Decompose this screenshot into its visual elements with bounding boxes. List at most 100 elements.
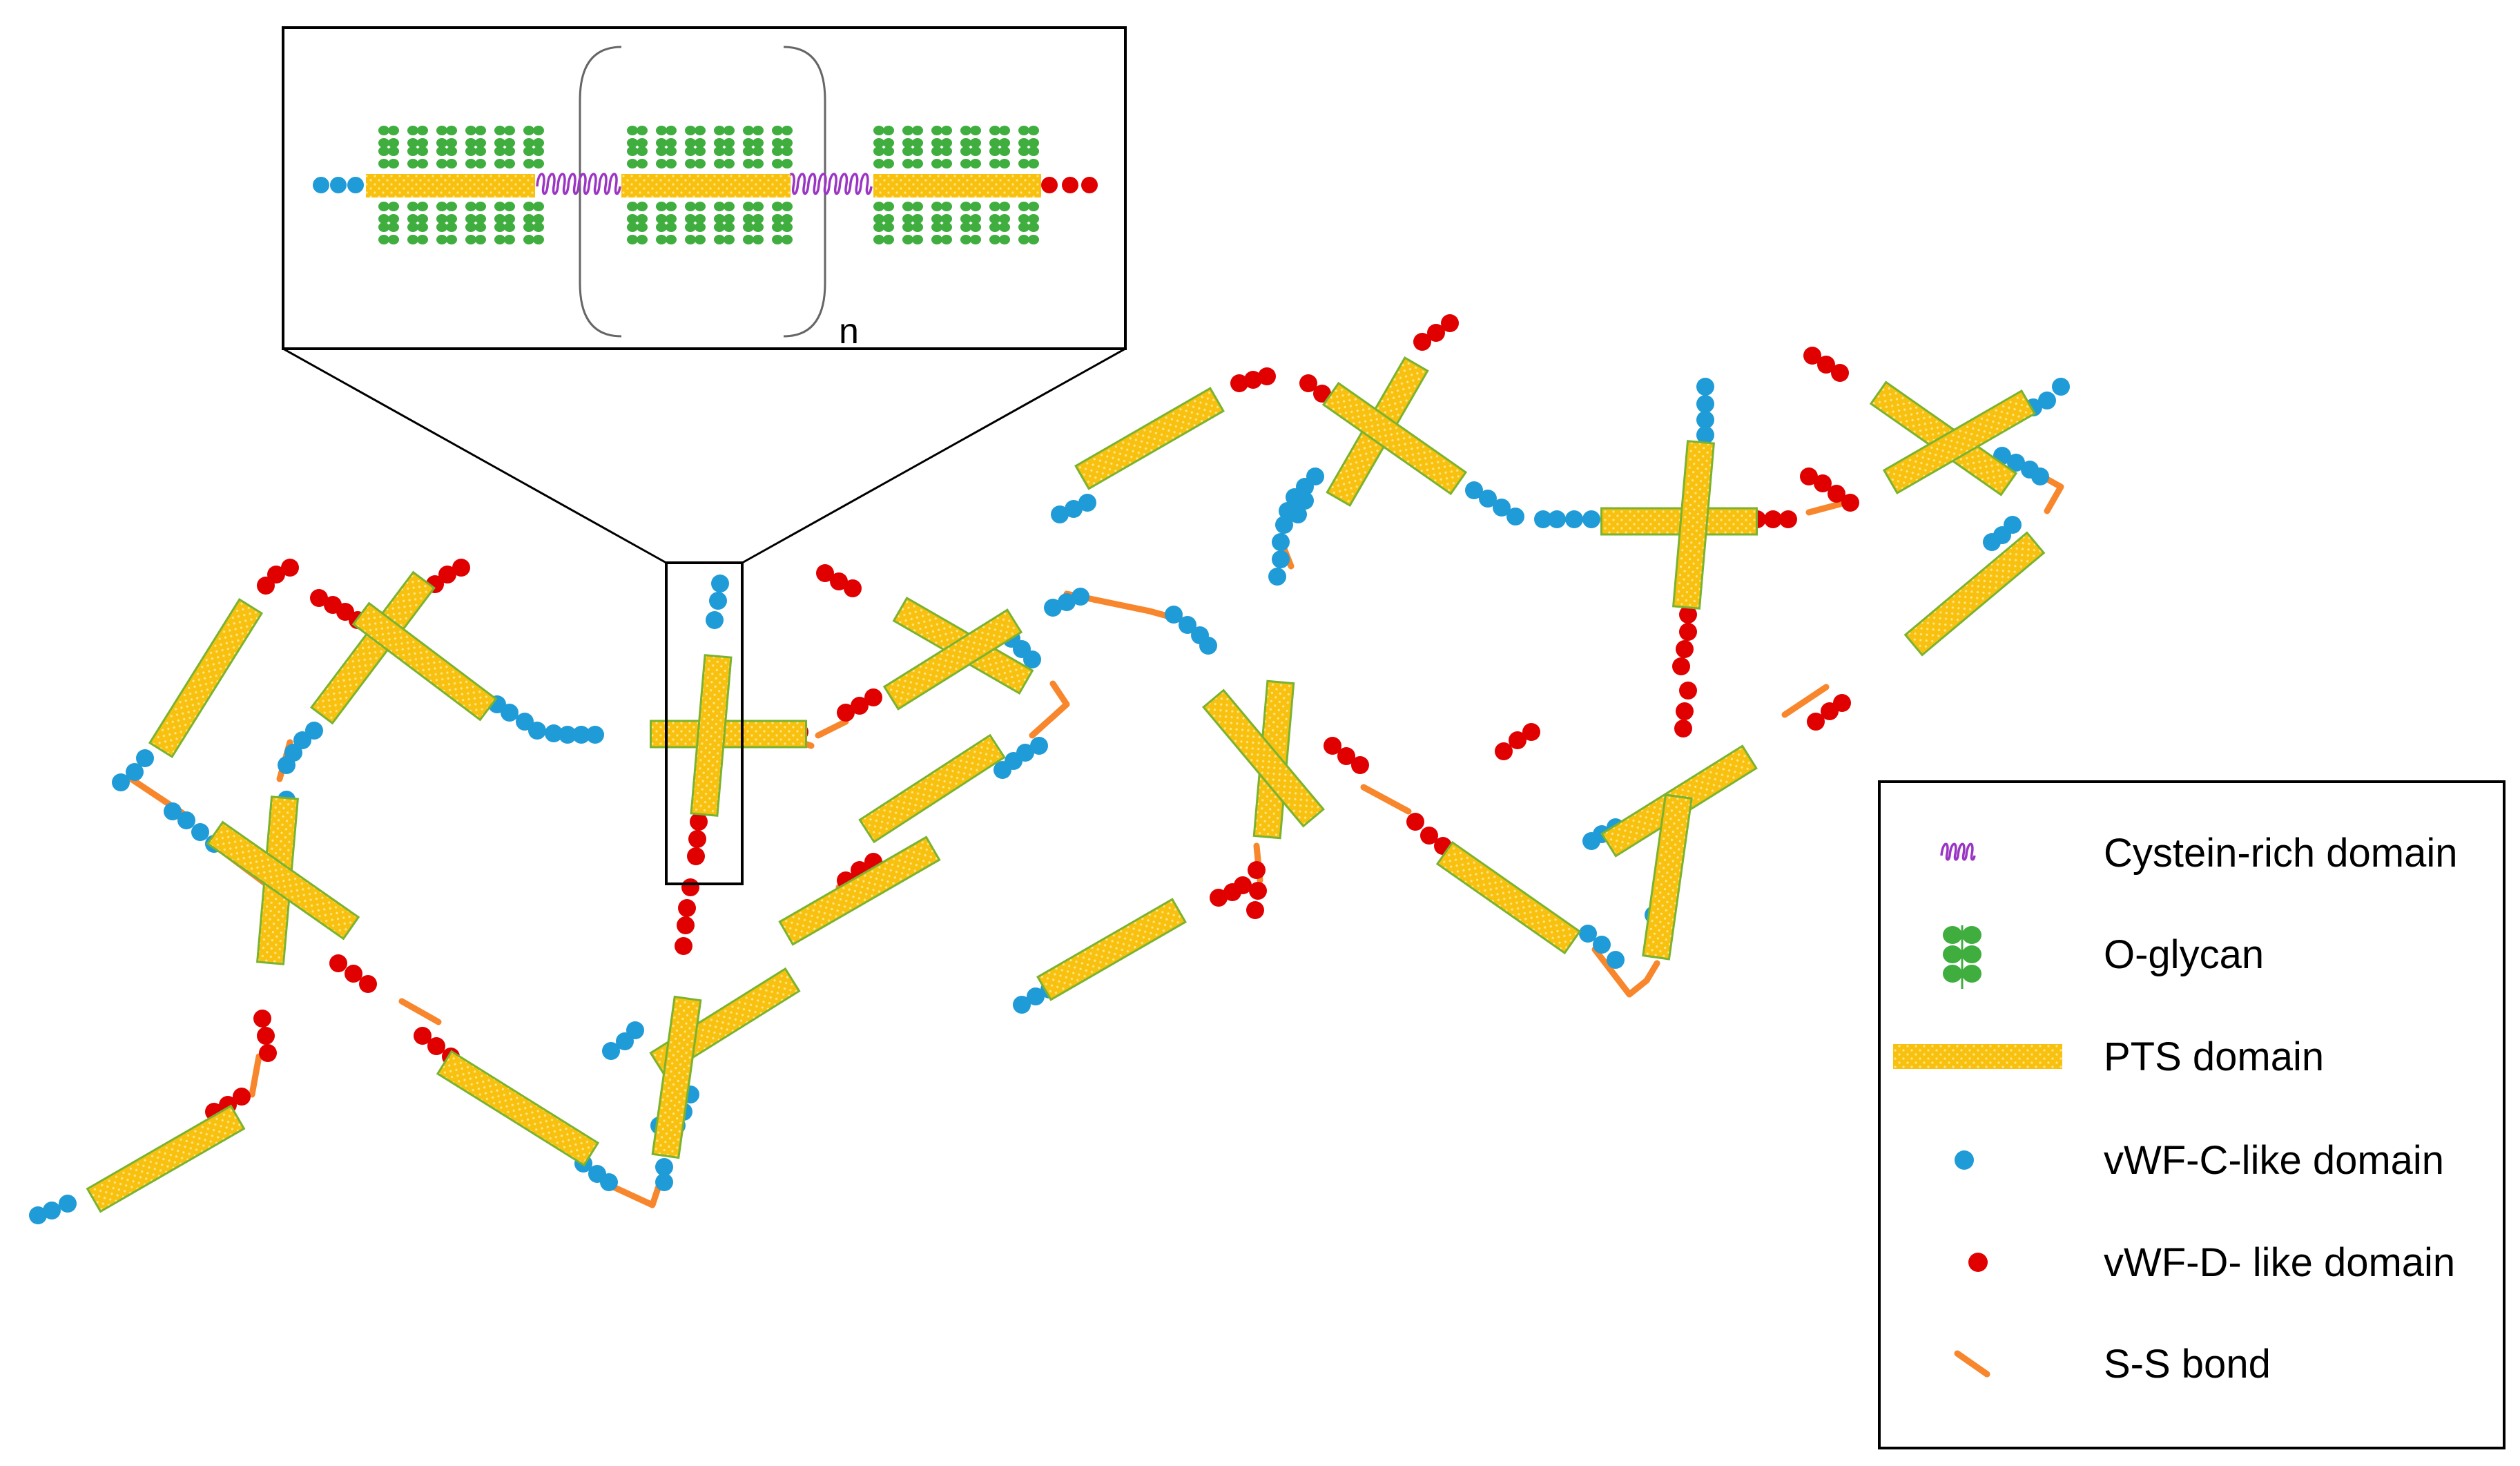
vwf-d-dot-chain-11	[687, 813, 708, 865]
legend-item-vwf-d: vWF-D- like domain	[1968, 1240, 2455, 1285]
vwf-d-icon	[1968, 1253, 1988, 1272]
inset-pts-domain-2	[621, 174, 791, 197]
ss-bond-8	[1029, 680, 1070, 739]
vwf-c-dot-chain-10	[706, 575, 729, 629]
pts-domain-bar-21	[1036, 898, 1187, 1001]
inset-vwf-d-dots	[1041, 177, 1098, 193]
pts-domain-bar-18	[1074, 387, 1225, 490]
legend-label: Cystein-rich domain	[2104, 831, 2458, 876]
pts-domain-bar-4	[650, 720, 807, 749]
vwf-d-dot-chain-38	[1495, 723, 1540, 760]
vwf-c-dot-chain-39	[1579, 925, 1625, 969]
vwf-d-dot-chain-50	[1800, 467, 1859, 512]
pts-domain-bar-1	[148, 597, 264, 759]
vwf-d-dot-chain-22	[329, 954, 377, 993]
ss-bond-14	[1591, 946, 1660, 998]
vwf-d-dot-chain-40	[1230, 367, 1276, 392]
vwf-d-dot-chain-46	[1748, 510, 1797, 528]
pts-domain-bar-11	[206, 820, 360, 941]
zoom-line-left	[282, 347, 667, 564]
vwf-d-dot-chain-49	[1674, 682, 1697, 737]
vwf-d-dot-chain-37	[1406, 813, 1452, 855]
vwf-d-dot-chain-36	[1324, 737, 1369, 774]
inset-pts-domain-1	[366, 174, 535, 197]
vwf-c-dot-chain-35	[1289, 492, 1314, 523]
pts-domain-bar-7	[882, 608, 1023, 711]
pts-domain-bar-5	[690, 654, 733, 817]
ss-bond-16	[1805, 501, 1843, 516]
vwf-c-dot-chain-47	[1696, 378, 1714, 444]
vwf-c-icon	[1955, 1150, 1974, 1170]
legend-item-ss-bond: S-S bond	[1954, 1342, 2271, 1387]
vwf-c-dot-chain-6	[488, 695, 546, 740]
legend-label: PTS domain	[2104, 1034, 2324, 1079]
ss-bond-13	[1360, 784, 1412, 815]
inset-o-glycan-group-3	[873, 126, 1039, 244]
vwf-c-dot-chain-42	[1051, 494, 1096, 523]
pts-domain-layer	[86, 356, 2046, 1213]
vwf-c-dot-chain-1	[112, 749, 154, 791]
vwf-d-dot-chain-48	[1672, 606, 1697, 675]
vwf-c-dot-chain-17	[1044, 588, 1089, 617]
inset-cysteine-rich-coil-1	[536, 173, 621, 195]
repeat-count-label: n	[839, 311, 859, 351]
vwf-d-dot-chain-30	[1246, 861, 1267, 919]
legend-item-o-glycan: O-glycan	[1943, 925, 2264, 989]
pts-domain-bar-29	[1642, 793, 1693, 961]
vwf-d-dot-chain-2	[257, 559, 299, 595]
ss-bond-3	[398, 998, 442, 1025]
vwf-c-dot-chain-33	[1268, 516, 1293, 586]
pts-domain-bar-3	[351, 601, 498, 722]
zoom-line-right	[742, 347, 1126, 564]
vwf-c-dot-chain-44	[1465, 481, 1524, 525]
pts-domain-bar-22	[1435, 840, 1582, 955]
vwf-d-dot-chain-55	[1807, 694, 1851, 731]
pts-domain-bar-15	[651, 995, 702, 1159]
vwf-d-dot-chain-31	[1210, 876, 1252, 907]
inset-o-glycan-group-1	[378, 126, 544, 244]
ss-bond-icon	[1954, 1350, 1990, 1378]
pts-domain-bar-20	[1321, 381, 1468, 496]
ss-bond-18	[1781, 684, 1830, 718]
pts-domain-icon	[1893, 1044, 2062, 1069]
legend-label: S-S bond	[2104, 1342, 2271, 1387]
domain-dot-layer	[29, 314, 2070, 1224]
legend-item-pts: PTS domain	[1893, 1034, 2324, 1079]
pts-domain-bar-8	[858, 733, 1006, 844]
vwf-d-dot-chain-51	[1803, 347, 1849, 382]
vwf-c-dot-chain-45	[1534, 510, 1600, 528]
legend-label: O-glycan	[2104, 932, 2264, 977]
vwf-d-dot-chain-9	[837, 688, 882, 722]
legend-item-cysteine-rich: Cystein-rich domain	[1940, 831, 2458, 876]
vwf-d-dot-chain-13	[816, 564, 862, 597]
repeat-bracket-left	[579, 46, 622, 338]
inset-pts-domain-3	[873, 174, 1041, 197]
vwf-c-dot-chain-14	[994, 737, 1048, 779]
inset-vwf-c-dots	[313, 177, 364, 193]
pts-domain-bar-26	[1882, 389, 2037, 495]
vwf-d-dot-chain-21	[253, 1010, 277, 1062]
ss-bond-5	[249, 1053, 262, 1098]
pts-domain-bar-13	[436, 1050, 600, 1167]
pts-domain-bar-12	[86, 1104, 246, 1213]
vwf-c-dot-chain-18	[1165, 606, 1217, 655]
legend-label: vWF-D- like domain	[2104, 1240, 2455, 1285]
pts-domain-bar-17	[1202, 688, 1325, 828]
vwf-d-dot-chain-12	[675, 878, 699, 955]
inset-cysteine-rich-coil-2	[786, 173, 873, 195]
o-glycan-icon	[1943, 925, 1981, 989]
zoom-highlight-box	[665, 561, 744, 885]
pts-domain-bar-24	[1671, 440, 1716, 610]
zoom-inset: n	[282, 26, 1127, 885]
legend-label: vWF-C-like domain	[2104, 1138, 2444, 1183]
legend-box	[1878, 780, 2506, 1449]
ss-bond-7	[815, 718, 849, 739]
vwf-c-dot-chain-25	[29, 1195, 77, 1224]
pts-domain-bar-2	[310, 570, 436, 725]
vwf-c-dot-chain-29	[602, 1021, 644, 1060]
pts-domain-bar-27	[1903, 531, 2046, 657]
inset-o-glycan-group-2	[627, 126, 793, 244]
mucin-polymer-network	[29, 314, 2070, 1224]
